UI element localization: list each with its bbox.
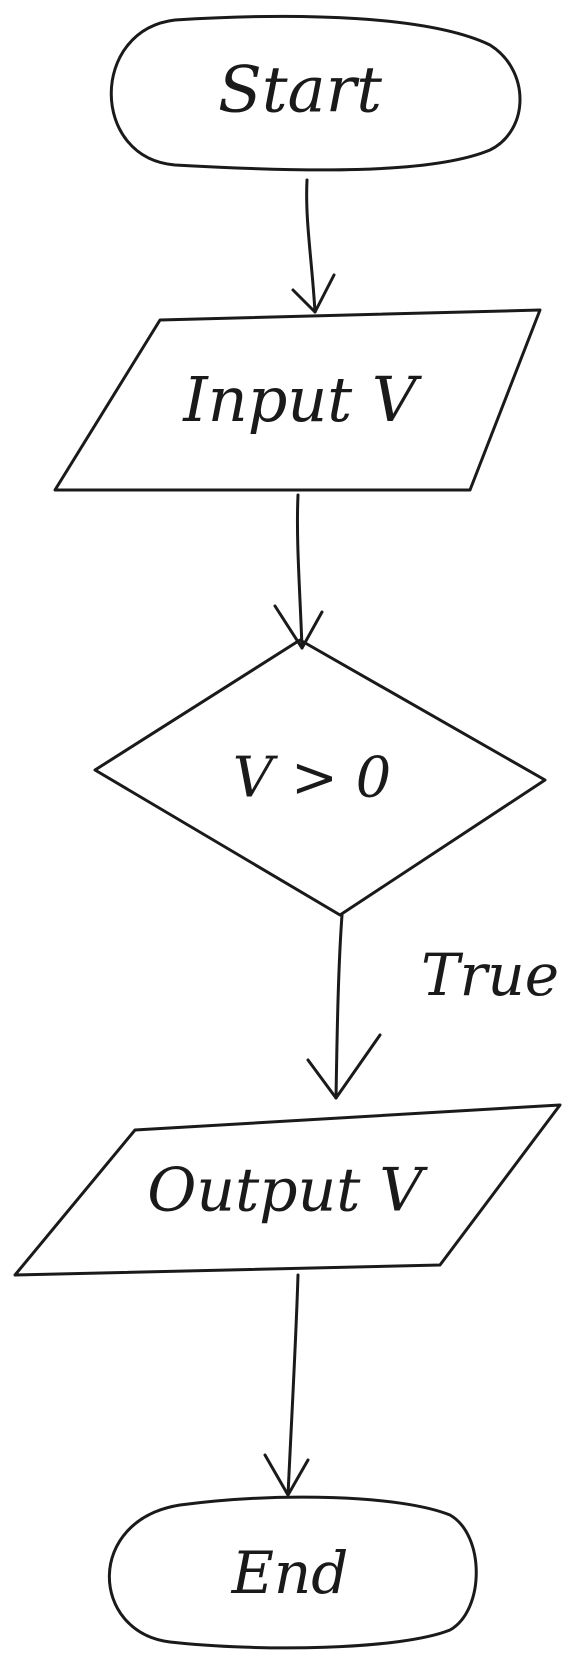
decision-diamond-shape [93, 638, 547, 917]
output-parallelogram-shape [13, 1103, 562, 1277]
edge-decision-to-output: True [306, 913, 559, 1100]
edge-label-true: True [421, 941, 559, 1009]
end-node: End [107, 1495, 478, 1650]
edge-line [305, 178, 317, 314]
output-node: Output V [13, 1103, 562, 1277]
edge-input-to-decision [273, 493, 324, 650]
edge-output-to-end [263, 1273, 310, 1497]
edge-line [334, 913, 344, 1100]
decision-label: V > 0 [233, 746, 392, 811]
arrowhead-icon [263, 1453, 310, 1497]
start-terminator-shape [109, 14, 522, 172]
arrowhead-icon [273, 604, 324, 650]
start-node: Start [109, 14, 522, 172]
edge-line [295, 493, 304, 650]
edge-line [286, 1273, 300, 1497]
input-parallelogram-shape [53, 308, 542, 492]
start-label: Start [218, 54, 382, 128]
end-label: End [231, 1539, 349, 1607]
arrowhead-icon [291, 273, 336, 314]
edge-start-to-input [291, 178, 336, 314]
arrowhead-icon [306, 1033, 382, 1100]
input-label: Input V [182, 363, 423, 436]
end-terminator-shape [107, 1495, 478, 1650]
input-node: Input V [53, 308, 542, 492]
decision-node: V > 0 [93, 638, 547, 917]
output-label: Output V [147, 1156, 428, 1226]
